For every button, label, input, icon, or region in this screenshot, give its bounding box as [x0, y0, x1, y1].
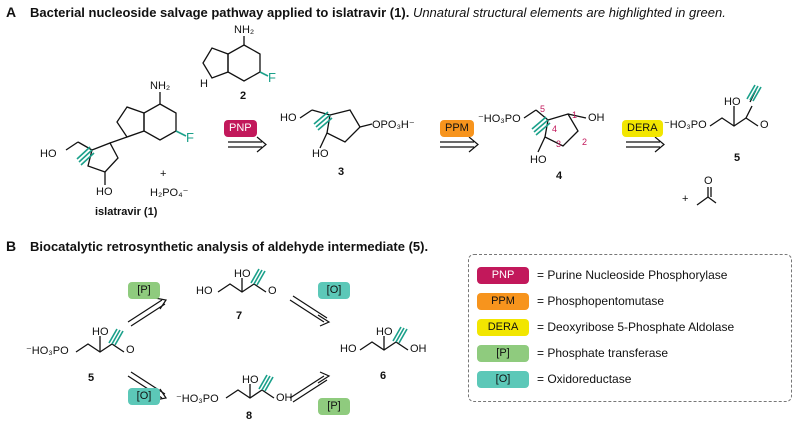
- compound-5-ho3po-label: ⁻HO₃PO: [664, 119, 707, 131]
- plus-sign-1: +: [160, 168, 167, 180]
- legend-def-o: = Oxidoreductase: [537, 372, 632, 386]
- legend-def-pnp: = Purine Nucleoside Phosphorylase: [537, 268, 728, 282]
- badge-o-bottom: [O]: [128, 388, 160, 405]
- legend-badge-pnp: PNP: [477, 267, 529, 284]
- compound-5-o-label: O: [760, 119, 769, 131]
- compound-2-h-label: H: [200, 78, 208, 90]
- compound-5b-ho-label: HO: [92, 326, 109, 338]
- compound-7-number: 7: [236, 310, 243, 322]
- compound-2-nh2-label: NH₂: [234, 24, 255, 36]
- compound-6-number: 6: [380, 370, 387, 382]
- compound-2-imidazole-ring: [202, 47, 229, 79]
- plus-sign-2: +: [682, 193, 689, 205]
- badge-o-top: [O]: [318, 282, 350, 299]
- compound-5b-ho3po-label: ⁻HO₃PO: [26, 345, 69, 357]
- compound-4-locant-5: 5: [540, 104, 546, 114]
- islatravir-fluorine-label: F: [186, 130, 194, 145]
- compound-5b-o-label: O: [126, 344, 135, 356]
- compound-5b-number: 5: [88, 372, 95, 384]
- badge-dera: DERA: [622, 120, 663, 137]
- compound-2-number: 2: [240, 90, 247, 102]
- compound-5-ho-label: HO: [724, 96, 741, 108]
- compound-4-ho3po-label: ⁻HO₃PO: [478, 113, 521, 125]
- compound-7-o-label: O: [268, 285, 277, 297]
- legend-def-dera: = Deoxyribose 5-Phosphate Aldolase: [537, 320, 735, 334]
- badge-ppm: PPM: [440, 120, 474, 137]
- islatravir-nh2-label: NH₂: [150, 80, 171, 92]
- compound-4-ho-label: HO: [530, 154, 547, 166]
- compound-2-pyrimidine-ring: [227, 44, 261, 82]
- islatravir-compound-label: islatravir (1): [95, 206, 158, 218]
- compound-4-locant-1: 1: [572, 110, 578, 120]
- section-b-letter: B: [6, 238, 17, 254]
- compound-4-locant-3: 3: [556, 139, 562, 149]
- legend-badge-ppm: PPM: [477, 293, 529, 310]
- compound-3-opo3h-label: OPO₃H⁻: [372, 119, 415, 131]
- compound-6-oh-label: OH: [410, 343, 427, 355]
- badge-pnp: PNP: [224, 120, 257, 137]
- compound-8-number: 8: [246, 410, 253, 422]
- compound-6-ho2-label: HO: [376, 326, 393, 338]
- compound-2-fluorine-label: F: [268, 70, 276, 85]
- compound-4-number: 4: [556, 170, 563, 182]
- compound-4-sugar-ring: [544, 113, 579, 147]
- legend-def-ppm: = Phosphopentomutase: [537, 294, 665, 308]
- islatravir-ho-label: HO: [40, 148, 57, 160]
- islatravir-imidazole-ring: [116, 106, 145, 138]
- compound-3-ho-label: HO: [280, 112, 297, 124]
- section-a-letter: A: [6, 4, 17, 20]
- compound-4-locant-2: 2: [582, 137, 588, 147]
- badge-p-top: [P]: [128, 282, 160, 299]
- compound-5-number: 5: [734, 152, 741, 164]
- compound-8-oh-label: OH: [276, 392, 293, 404]
- unnatural-elements: [76, 71, 762, 392]
- compound-8-ho-label: HO: [242, 374, 259, 386]
- legend-def-p: = Phosphate transferase: [537, 346, 669, 360]
- legend-badge-p: [P]: [477, 345, 529, 362]
- islatravir-ho3-label: HO: [96, 186, 113, 198]
- compound-4-locant-4: 4: [552, 124, 558, 134]
- reaction-arrows: [127, 136, 665, 403]
- phosphate-label: H₂PO₄⁻: [150, 187, 189, 199]
- section-a-title: Bacterial nucleoside salvage pathway app…: [30, 5, 726, 20]
- islatravir-sugar-ring: [87, 142, 119, 173]
- legend-badge-dera: DERA: [477, 319, 529, 336]
- section-a-title-italic: Unnatural structural elements are highli…: [412, 5, 726, 20]
- acetaldehyde-chain: [696, 196, 717, 206]
- section-b-title: Biocatalytic retrosynthetic analysis of …: [30, 239, 428, 254]
- legend-badge-o: [O]: [477, 371, 529, 388]
- badge-p-bottom: [P]: [318, 398, 350, 415]
- compound-3-sugar-ring: [326, 109, 361, 143]
- section-a-title-bold: Bacterial nucleoside salvage pathway app…: [30, 5, 410, 20]
- compound-3-number: 3: [338, 166, 345, 178]
- compound-7-ho2-label: HO: [234, 268, 251, 280]
- compound-8-ho3po-label: ⁻HO₃PO: [176, 393, 219, 405]
- compound-6-ho-label: HO: [340, 343, 357, 355]
- compound-7-ho-label: HO: [196, 285, 213, 297]
- acetaldehyde-o-label: O: [704, 175, 713, 187]
- enzyme-legend: PNP = Purine Nucleoside Phosphorylase PP…: [468, 254, 792, 402]
- compound-4-oh-label: OH: [588, 112, 605, 124]
- bond-lines: [65, 36, 759, 399]
- compound-3-ho3-label: HO: [312, 148, 329, 160]
- islatravir-pyrimidine-ring: [143, 103, 177, 141]
- section-b-title-bold: Biocatalytic retrosynthetic analysis of …: [30, 239, 429, 254]
